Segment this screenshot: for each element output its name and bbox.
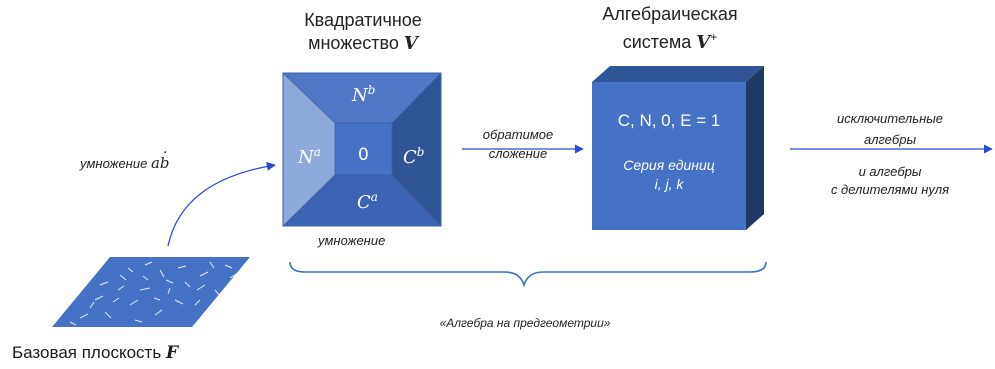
output-labels-top: исключительные алгебры [800,108,980,150]
base-plane-label: Базовая плоскость F [12,343,178,363]
multiplication-label: умножение ab· [80,145,170,172]
algebraic-system-symbol-sup: + [710,30,718,44]
algebraic-system-symbol: V [696,32,711,53]
label-bottom-face: Ca [357,190,378,213]
multiplication-label-text: умножение [80,156,148,171]
label-left-face: Na [297,145,321,168]
cube-line-3: i, j, k [654,176,684,192]
output-line-3: и алгебры [858,164,922,179]
base-plane [52,257,250,327]
output-line-2: алгебры [863,132,917,147]
algebraic-system-title-line2: система [622,32,692,52]
base-plane-symbol: F [165,343,179,363]
addition-label: обратимое сложение [458,125,578,163]
square-set-title-line1: Квадратичное [304,10,422,30]
square-set-title-line2: множество [308,33,399,53]
cube-front-face [592,82,746,230]
multiplication-label-symbol: ab· [150,145,170,172]
label-right-face: Cb [403,145,424,168]
algebraic-system-cube [592,66,764,230]
output-line-1: исключительные [836,111,944,126]
base-plane-label-text: Базовая плоскость [12,343,162,362]
cube-line-2: Серия единиц [623,157,715,173]
algebraic-system-title-line1: Алгебраическая [602,4,738,24]
output-line-4: с делителями нуля [830,182,950,197]
cube-top-face [592,66,764,82]
curly-bracket [289,261,767,288]
algebraic-system-title: Алгебраическая система V+ [570,3,770,54]
base-plane-texture [69,261,237,326]
output-labels-bottom: и алгебры с делителями нуля [800,163,980,199]
square-set-symbol: V [403,33,418,54]
addition-label-line1: обратимое [482,127,554,142]
label-center-face: 0 [358,145,369,165]
square-set-title: Квадратичное множество V [270,9,456,55]
addition-label-line2: сложение [488,146,548,161]
label-top-face: Nb [351,83,375,106]
multiplication-arrow [167,161,276,247]
multiplication-symbol-mark: · [162,145,168,161]
square-center-face [335,123,392,175]
cube-side-face [746,66,764,230]
square-set-box [282,72,442,227]
cube-line-1: C, N, 0, E = 1 [617,111,721,130]
square-set-caption: умножение [318,233,386,248]
bracket-caption: «Алгебра на предгеометрии» [439,316,611,330]
